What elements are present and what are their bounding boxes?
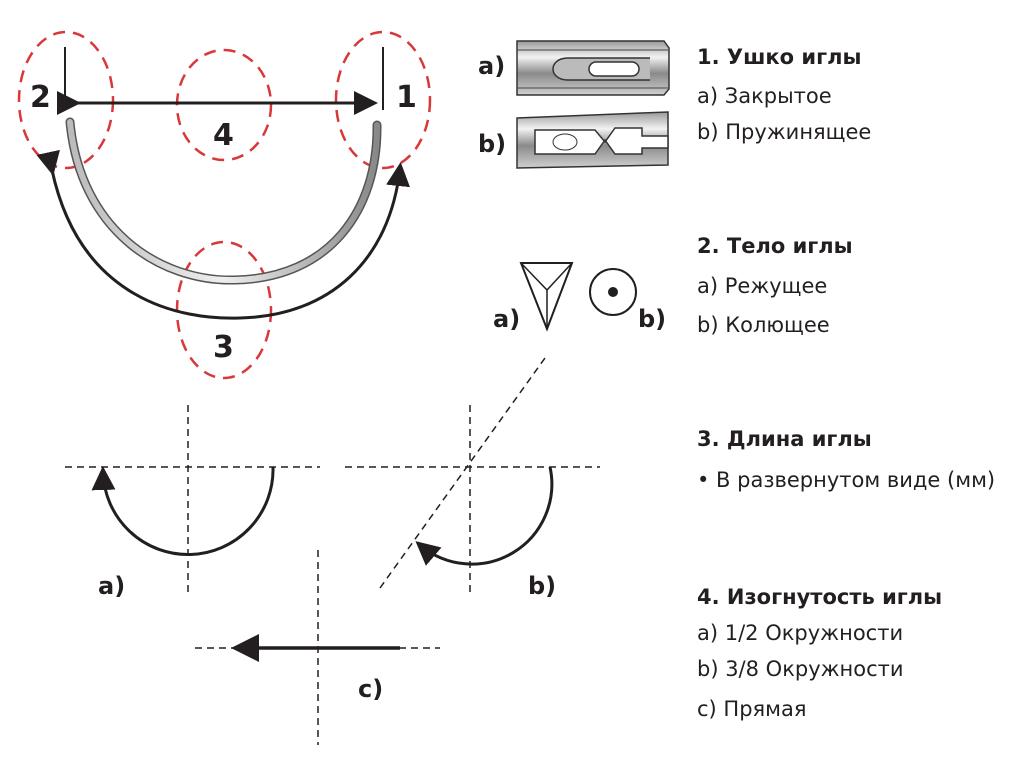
- label-3: 3: [213, 330, 234, 365]
- legend-curvature-title: 4. Изогнутость иглы: [697, 585, 943, 609]
- eye-spring-image: [516, 111, 669, 169]
- label-1: 1: [396, 80, 417, 115]
- body-label-b: b): [638, 305, 667, 333]
- eye-label-b: b): [478, 130, 507, 158]
- legend-eye-title: 1. Ушко иглы: [697, 45, 862, 69]
- taper-needle-section: [589, 268, 637, 316]
- label-4: 4: [213, 118, 234, 153]
- half-circle-arrow: [91, 466, 275, 557]
- body-label-a: a): [493, 305, 521, 333]
- legend-body-item: b) Колющее: [697, 313, 830, 337]
- eye-closed-image: [516, 40, 670, 96]
- eye-label-a: a): [478, 52, 506, 80]
- legend-eye-item: b) Пружинящее: [697, 120, 872, 144]
- cutting-needle-section: [519, 262, 574, 332]
- legend-body-title: 2. Тело иглы: [697, 234, 853, 258]
- legend-length-title: 3. Длина иглы: [697, 427, 872, 451]
- legend-eye-item: a) Закрытое: [697, 84, 832, 108]
- curve-label-c: c): [358, 675, 384, 703]
- length-arc-arrow: [36, 149, 410, 320]
- legend-body-item: a) Режущее: [697, 274, 828, 298]
- legend-curvature-item: a) 1/2 Окружности: [697, 621, 904, 645]
- legend-curvature-item: c) Прямая: [697, 697, 807, 721]
- curve-label-a: a): [98, 572, 126, 600]
- legend-length-item: • В развернутом виде (мм): [697, 468, 996, 492]
- three-eighths-arrow: [415, 466, 554, 566]
- legend-curvature-item: b) 3/8 Окружности: [697, 657, 904, 681]
- label-2: 2: [30, 80, 51, 115]
- curve-label-b: b): [528, 572, 557, 600]
